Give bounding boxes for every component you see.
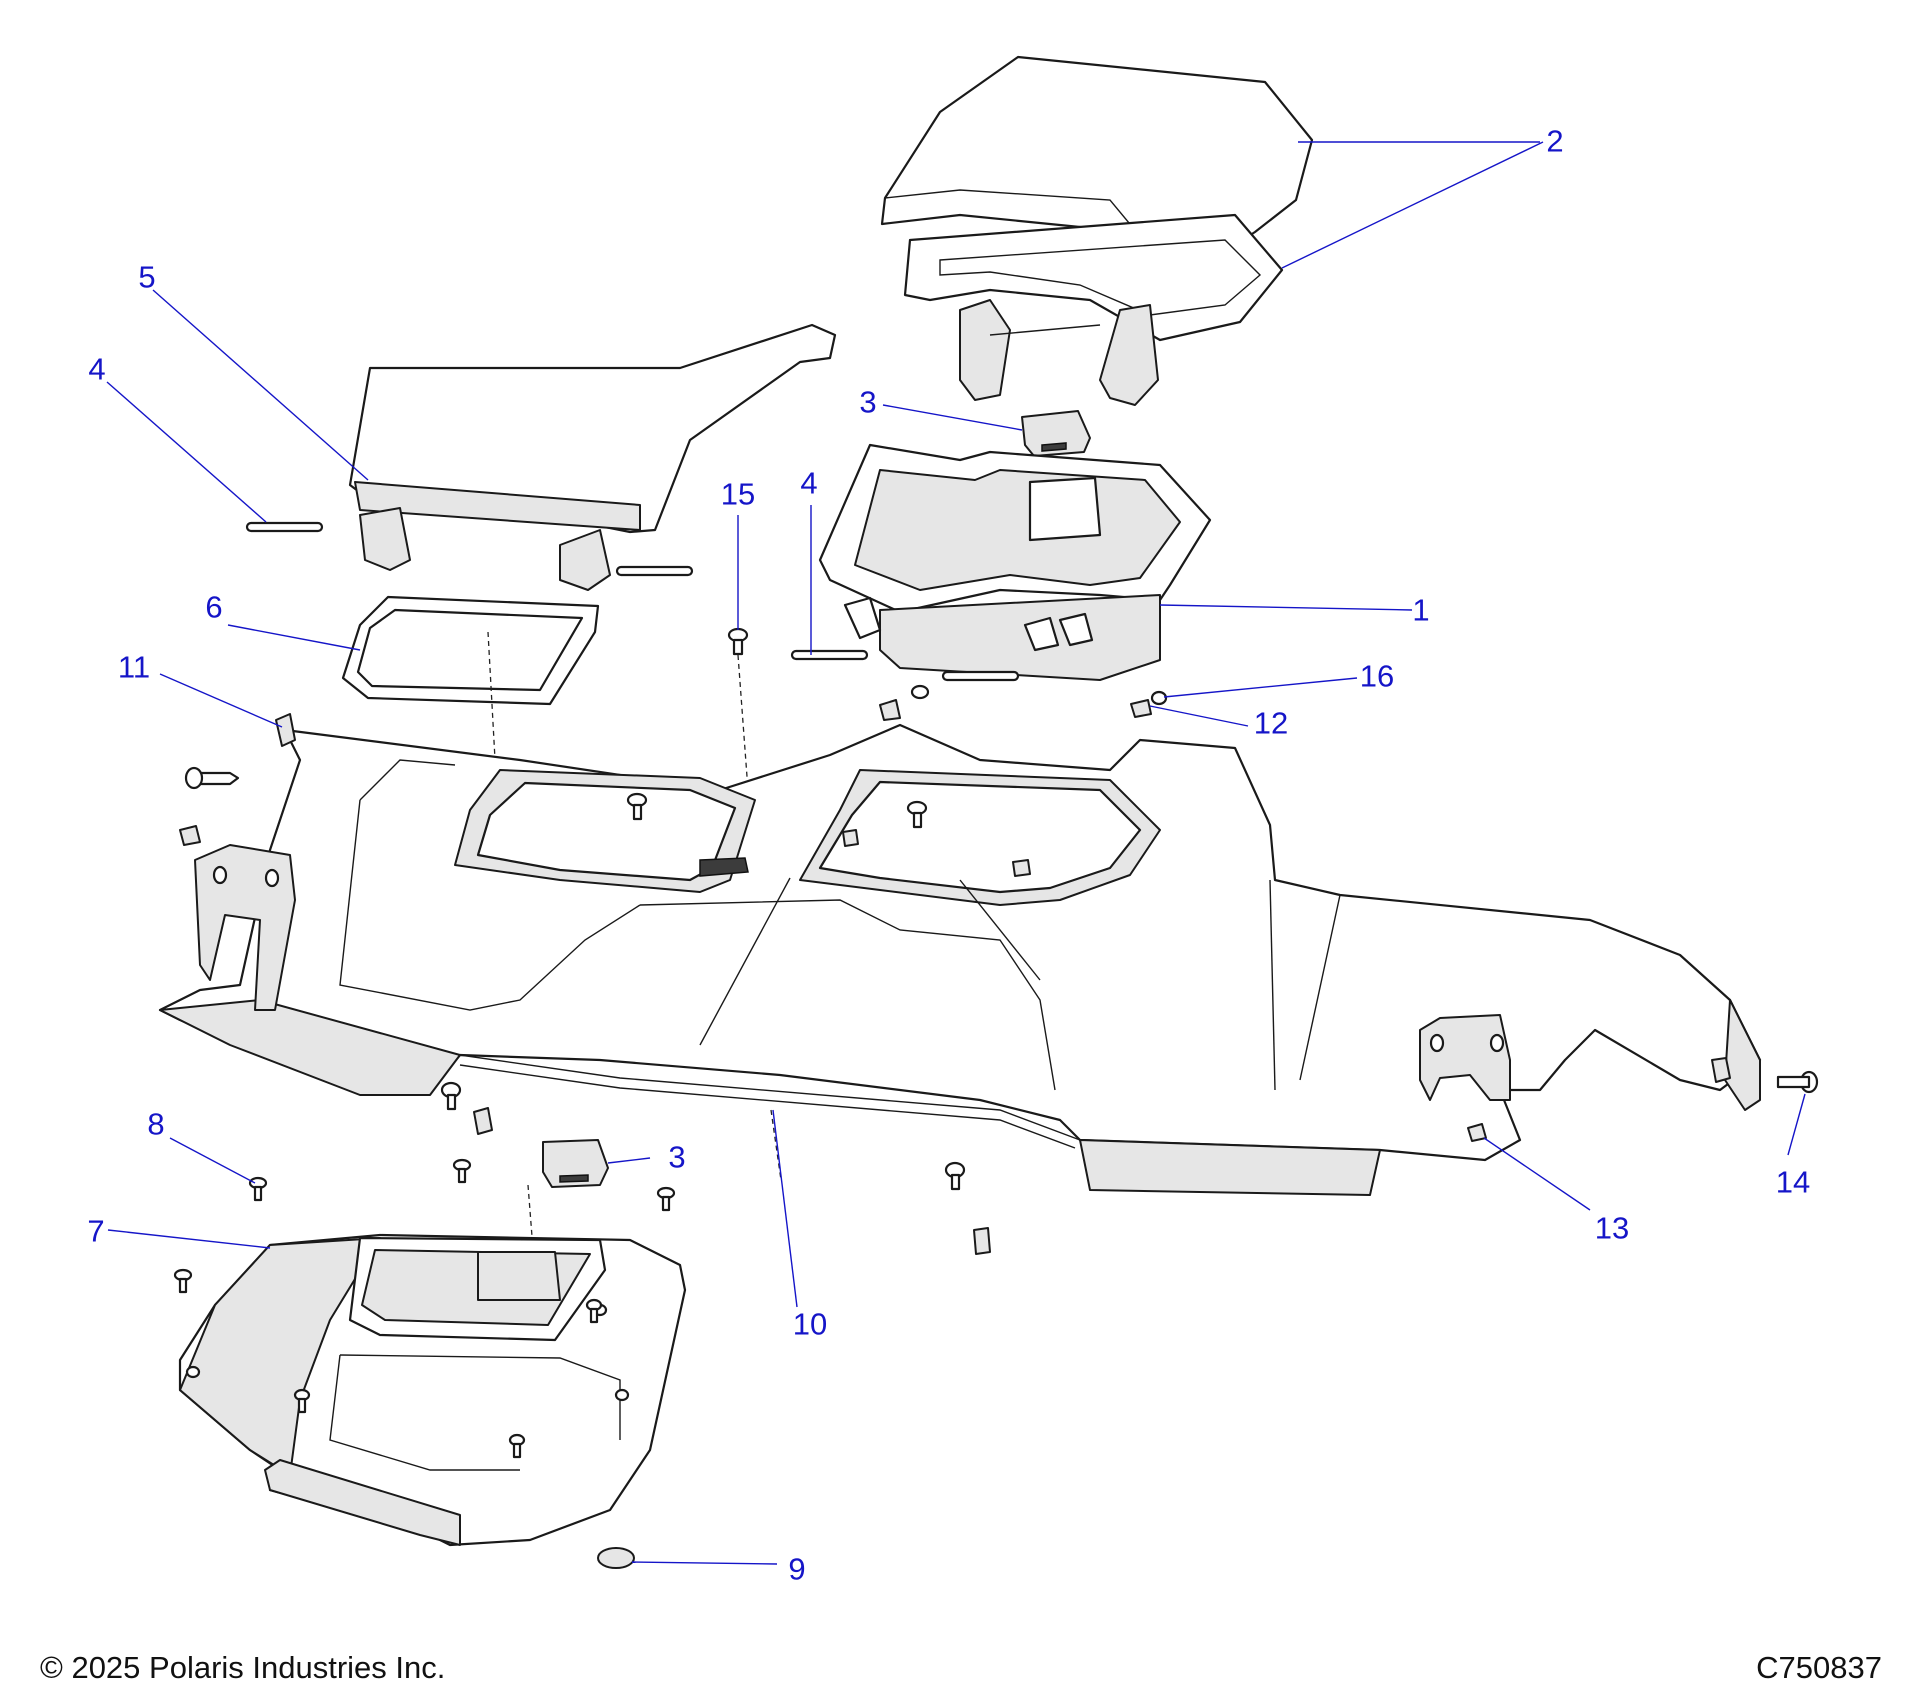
- callout-5: 5: [138, 259, 156, 295]
- part-3-latch-lower: [542, 1139, 609, 1188]
- part-4-pins: [245, 521, 1020, 682]
- part-5-cover: [348, 323, 837, 591]
- callout-16: 16: [1359, 658, 1395, 694]
- callout-1: 1: [1412, 592, 1430, 628]
- callout-3-upper: 3: [859, 384, 877, 420]
- hardware-clips: [179, 684, 1819, 1255]
- callout-8: 8: [147, 1106, 165, 1142]
- part-6-seal: [341, 595, 600, 706]
- part-3-latch-upper: [1021, 410, 1091, 457]
- figure-code: C750837: [1756, 1650, 1882, 1685]
- callout-9: 9: [788, 1551, 806, 1587]
- part-2-lid: [880, 55, 1314, 406]
- callout-13: 13: [1594, 1210, 1630, 1246]
- part-10-dash-panel: [158, 723, 1762, 1196]
- callout-12: 12: [1253, 705, 1289, 741]
- callout-3-lower: 3: [668, 1139, 686, 1175]
- callout-14: 14: [1775, 1164, 1811, 1200]
- callout-2: 2: [1546, 123, 1564, 159]
- part-9-cap: [597, 1547, 635, 1569]
- part-7-lower-tray: [178, 1233, 687, 1547]
- callout-6: 6: [205, 589, 223, 625]
- callout-11: 11: [117, 649, 151, 685]
- callout-7: 7: [87, 1213, 105, 1249]
- callout-15: 15: [720, 476, 756, 512]
- part-8-screws: [173, 1158, 676, 1294]
- leader-lines: [106, 141, 1806, 1565]
- part-15-screw: [727, 627, 749, 656]
- callout-4-left: 4: [88, 351, 106, 387]
- callout-10: 10: [792, 1306, 828, 1342]
- copyright-notice: © 2025 Polaris Industries Inc.: [40, 1650, 446, 1685]
- part-1-storage-bin: [818, 443, 1212, 681]
- callout-4-center: 4: [800, 465, 818, 501]
